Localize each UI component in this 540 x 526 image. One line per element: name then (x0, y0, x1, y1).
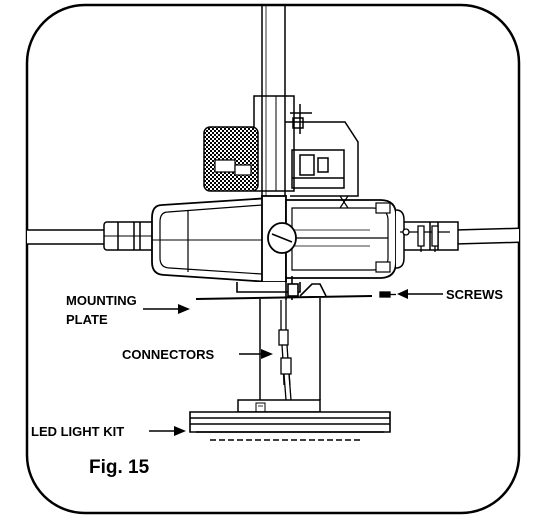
svg-text:LED LIGHT KIT: LED LIGHT KIT (31, 424, 124, 439)
svg-text:SCREWS: SCREWS (446, 287, 503, 302)
motor-housing (151, 195, 405, 283)
right-blade-arm (399, 221, 519, 251)
capacitor-box (203, 126, 259, 192)
downrod (253, 5, 295, 205)
figure-caption: Fig. 15 (89, 457, 150, 478)
label-led-light-kit: LED LIGHT KIT (31, 424, 186, 439)
switch-housing (285, 104, 359, 197)
blade-screws (400, 225, 450, 252)
mounting-plate (195, 276, 373, 300)
svg-text:MOUNTING: MOUNTING (66, 293, 137, 308)
label-connectors: CONNECTORS (122, 347, 273, 362)
figure-frame (25, 3, 521, 515)
light-kit-stem (237, 298, 321, 413)
svg-text:CONNECTORS: CONNECTORS (122, 347, 215, 362)
left-blade-arm (27, 221, 157, 251)
label-mounting-plate: MOUNTING PLATE (66, 293, 190, 327)
fan-assembly-drawing (27, 5, 519, 441)
connector-wires (278, 300, 292, 401)
led-light-kit (189, 411, 391, 441)
svg-text:PLATE: PLATE (66, 312, 108, 327)
label-screws: SCREWS (397, 287, 503, 302)
plate-screw (379, 291, 396, 298)
